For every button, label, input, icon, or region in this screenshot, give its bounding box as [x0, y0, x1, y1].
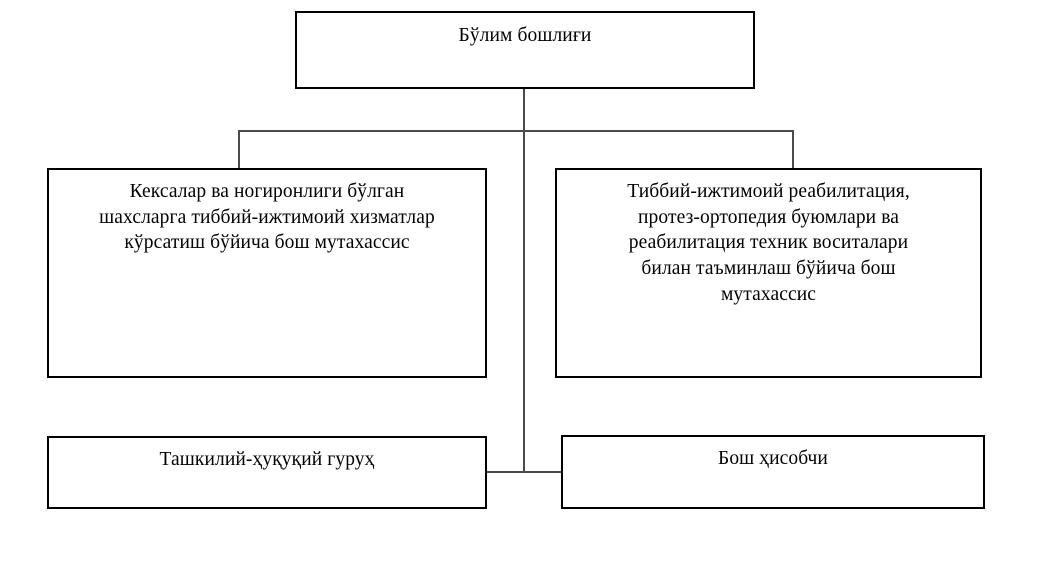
- connector-sibling-horizontal: [238, 130, 794, 132]
- org-node-chief-accountant-label: Бош ҳисобчи: [718, 448, 828, 469]
- connector-trunk-vertical: [523, 89, 525, 473]
- org-node-elderly-disabled-services[interactable]: Кексалар ва ногиронлиги бўлган шахсларга…: [47, 168, 487, 378]
- org-node-chief-accountant[interactable]: Бош ҳисобчи: [561, 435, 985, 509]
- connector-drop-left: [238, 130, 240, 169]
- connector-bottom-right-horizontal: [523, 471, 562, 473]
- org-node-legal-group[interactable]: Ташкилий-ҳуқуқий гуруҳ: [47, 436, 487, 509]
- connector-drop-right: [792, 130, 794, 169]
- org-node-legal-group-label: Ташкилий-ҳуқуқий гуруҳ: [159, 449, 375, 470]
- org-node-rehabilitation-prosthetics[interactable]: Тиббий-ижтимоий реабилитация, протез-орт…: [555, 168, 982, 378]
- connector-bottom-left-horizontal: [486, 471, 525, 473]
- org-node-root[interactable]: Бўлим бошлиғи: [295, 11, 755, 89]
- org-node-elderly-disabled-services-label: Кексалар ва ногиронлиги бўлган шахсларга…: [99, 181, 435, 254]
- org-node-root-label: Бўлим бошлиғи: [458, 25, 592, 46]
- org-node-rehabilitation-prosthetics-label: Тиббий-ижтимоий реабилитация, протез-орт…: [627, 181, 910, 305]
